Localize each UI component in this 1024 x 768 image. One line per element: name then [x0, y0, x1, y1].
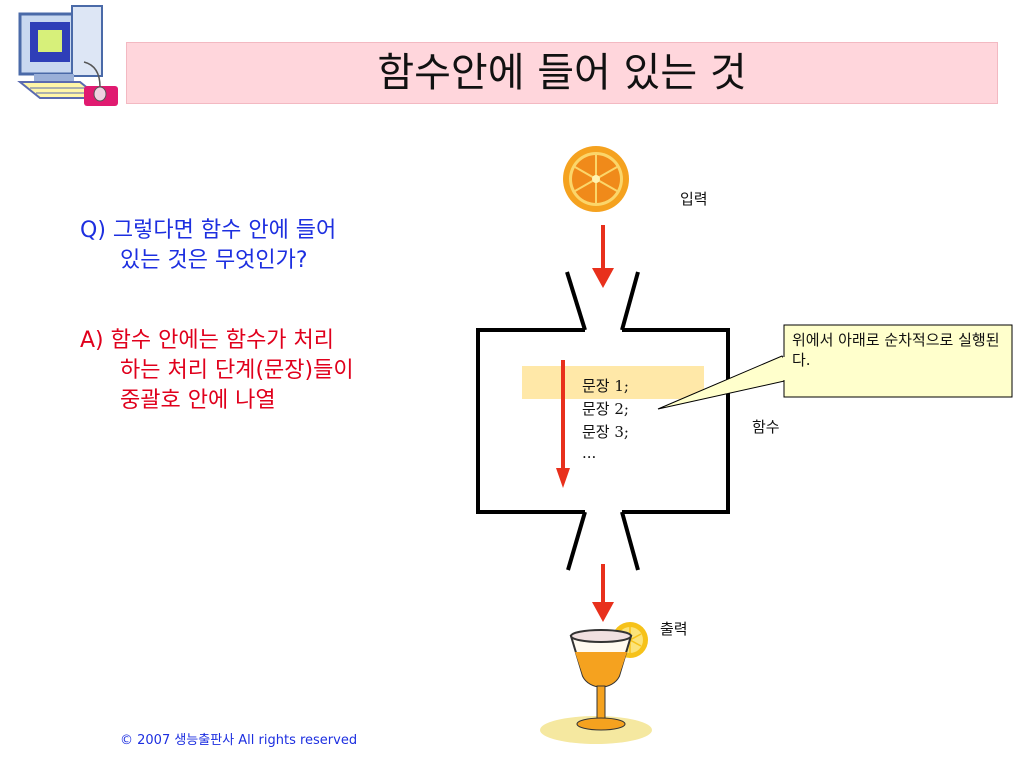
statement-2: 문장 2;	[582, 400, 629, 418]
answer-line-3: 중괄호 안에 나열	[120, 388, 276, 413]
answer-line-2-b: (문장)	[255, 358, 314, 383]
function-label: 함수	[752, 418, 780, 436]
question-prefix: Q)	[80, 218, 106, 243]
statement-highlight	[522, 366, 704, 399]
callout-text: 위에서 아래로 순차적으로 실행된다.	[792, 331, 1000, 369]
output-label: 출력	[660, 620, 688, 638]
statement-3: 문장 3;	[582, 423, 629, 441]
copyright: © 2007 생능출판사 All rights reserved	[120, 733, 358, 748]
question-mark: ?	[295, 248, 308, 273]
question-line-1: 그렇다면 함수 안에 들어	[112, 218, 337, 243]
input-label: 입력	[680, 190, 708, 208]
funnel-top-right	[620, 271, 640, 331]
funnel-bottom-left	[566, 511, 587, 571]
execution-arrow	[556, 360, 570, 488]
callout-box	[657, 324, 1013, 410]
input-arrow	[592, 225, 614, 288]
answer-line-2: 하는 처리 단계(문장)들이	[80, 356, 460, 386]
answer-prefix: A)	[80, 328, 104, 353]
question-block: Q) 그렇다면 함수 안에 들어 있는 것은 무엇인가?	[80, 216, 460, 276]
answer-line-2-c: 들이	[313, 358, 354, 383]
answer-block: A) 함수 안에는 함수가 처리 하는 처리 단계(문장)들이 중괄호 안에 나…	[80, 326, 460, 416]
statement-1: 문장 1;	[582, 377, 629, 395]
function-box	[476, 328, 730, 514]
output-arrow	[592, 564, 614, 622]
answer-line-1: 함수 안에는 함수가 처리	[110, 328, 335, 353]
question-line-2-wrap: 있는 것은 무엇인가?	[80, 246, 460, 276]
cocktail-icon	[540, 622, 652, 744]
funnel-bottom-right	[620, 511, 640, 571]
page-title: 함수안에 들어 있는 것	[377, 50, 747, 96]
orange-icon	[563, 146, 629, 212]
computer-icon	[17, 5, 118, 106]
funnel-top-left	[565, 271, 587, 331]
question-line-2: 있는 것은 무엇인가	[120, 248, 296, 273]
answer-line-2-a: 하는 처리 단계	[120, 358, 256, 383]
statement-ellipsis: ...	[582, 444, 597, 462]
title-bar	[126, 42, 998, 104]
